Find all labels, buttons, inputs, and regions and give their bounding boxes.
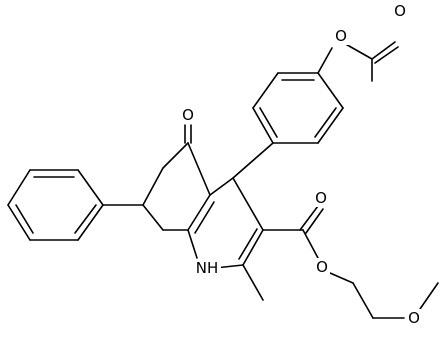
bond-phenyl-3 [7,169,31,206]
bond-ester-c-o-double-1 [299,205,319,231]
atom-ester-alkoxy-oxygen: O [316,258,328,276]
atom-ester-carbonyl-oxygen: O [315,189,327,207]
bond-ch2-ch2 [352,282,374,319]
atom-ketone-oxygen: O [182,106,194,124]
bond-ch2-c7 [142,167,164,206]
bond-phenyl-1 [77,169,104,206]
bond-c8a-c4a-double [194,201,215,234]
bond-aryl-5 [252,72,279,109]
bond-o-ch2 [329,272,354,284]
bond-aryl-2 [317,107,344,144]
atom-amine-nh: NH [196,259,219,277]
bond-acetyl-c-o-double-2 [374,46,399,64]
bond-ketone-c-ch2 [162,142,189,169]
bond-c4a-ketone-c [187,142,211,196]
bond-phenyl-inner-3 [74,204,97,234]
bond-aryl-inner-3 [259,107,278,138]
atom-methoxy-oxygen: O [408,309,420,327]
bond-c4-c3 [232,177,264,231]
bond-ester-o-aryl [317,47,333,74]
bond-aryl-1 [317,72,344,109]
bond-c3-c2-double [238,228,258,260]
bond-nh-c8a [187,229,198,259]
atom-labels: O O O O O O NH [180,2,422,327]
bond-aryl-inner-2 [314,107,337,138]
bonds [7,41,439,319]
atom-ester-ring-oxygen: O [335,27,347,45]
atom-acetyl-carbonyl-oxygen: O [394,2,406,20]
bond-ester-c-o-double-2 [305,208,324,234]
bond-c8a-c4a [187,194,211,231]
bond-c4a-c4 [209,177,234,196]
bond-acetyl-c-o-double-1 [371,41,396,60]
bond-c4-aryl [232,142,274,179]
bond-phenyl-inner-2 [15,204,34,234]
bond-phenyl-4 [7,204,31,241]
bond-c3-c2 [242,229,264,266]
bond-ester-c-o-single [302,229,319,259]
bond-c2-methyl [242,264,264,301]
bond-c7-ch2 [142,204,164,231]
bond-aryl-4 [252,107,274,144]
bond-phenyl-6 [77,204,104,241]
bond-o-methyl [419,282,439,310]
